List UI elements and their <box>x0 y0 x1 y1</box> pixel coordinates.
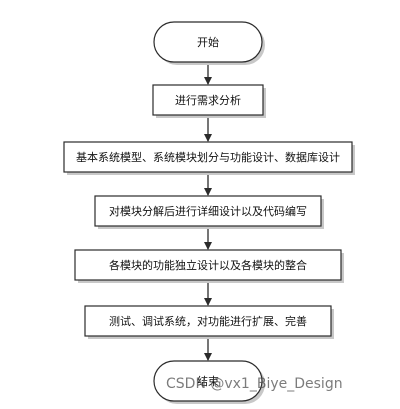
process-node-n1: 进行需求分析 <box>152 84 266 118</box>
node-label: 进行需求分析 <box>175 93 241 107</box>
node-box <box>152 84 264 116</box>
node-box <box>74 249 342 281</box>
node-label: 对模块分解后进行详细设计以及代码编写 <box>109 204 307 218</box>
node-box <box>153 21 263 63</box>
nodes-layer: 开始进行需求分析基本系统模型、系统模块划分与功能设计、数据库设计对模块分解后进行… <box>63 21 355 404</box>
node-box <box>153 360 263 402</box>
process-node-n3: 对模块分解后进行详细设计以及代码编写 <box>94 195 324 229</box>
node-label: 基本系统模型、系统模块划分与功能设计、数据库设计 <box>76 150 340 164</box>
process-node-n2: 基本系统模型、系统模块划分与功能设计、数据库设计 <box>63 141 355 175</box>
process-node-n5: 测试、调试系统，对功能进行扩展、完善 <box>84 305 334 339</box>
node-label: 结束 <box>197 375 219 388</box>
terminal-node-start: 开始 <box>153 21 265 65</box>
node-label: 测试、调试系统，对功能进行扩展、完善 <box>109 314 307 328</box>
terminal-node-end: 结束 <box>153 360 265 404</box>
node-label: 各模块的功能独立设计以及各模块的整合 <box>109 258 307 272</box>
process-node-n4: 各模块的功能独立设计以及各模块的整合 <box>74 249 344 283</box>
node-label: 开始 <box>197 35 219 49</box>
node-box <box>63 141 353 173</box>
node-box <box>84 305 332 337</box>
node-box <box>94 195 322 227</box>
